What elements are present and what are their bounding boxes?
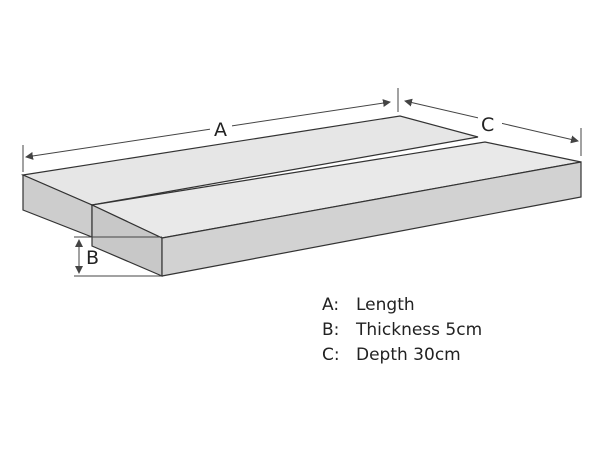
shelf-main-segment (89, 141, 582, 277)
legend-key: C: (322, 345, 340, 365)
legend-text: Depth 30cm (356, 345, 461, 365)
dimension-a-line (25, 99, 391, 160)
dimension-a-label: A (214, 119, 227, 141)
dimension-legend: A: Length B: Thickness 5cm C: Depth 30cm (322, 293, 482, 368)
dimension-b-label: B (86, 247, 99, 269)
legend-key: B: (322, 320, 340, 340)
main-side-face (161, 161, 582, 277)
legend-key: A: (322, 295, 340, 315)
legend-row-depth: C: Depth 30cm (322, 343, 482, 368)
legend-row-length: A: Length (322, 293, 482, 318)
legend-row-thickness: B: Thickness 5cm (322, 318, 482, 343)
dimension-c-label: C (481, 114, 494, 136)
legend-text: Thickness 5cm (356, 320, 483, 340)
dimension-c-label-bg (478, 112, 502, 134)
legend-text: Length (356, 295, 415, 315)
dimension-a: A (22, 88, 399, 172)
dimension-b: B (74, 236, 162, 277)
dimension-a-label-bg (210, 118, 232, 140)
dimension-c: C (404, 98, 582, 156)
